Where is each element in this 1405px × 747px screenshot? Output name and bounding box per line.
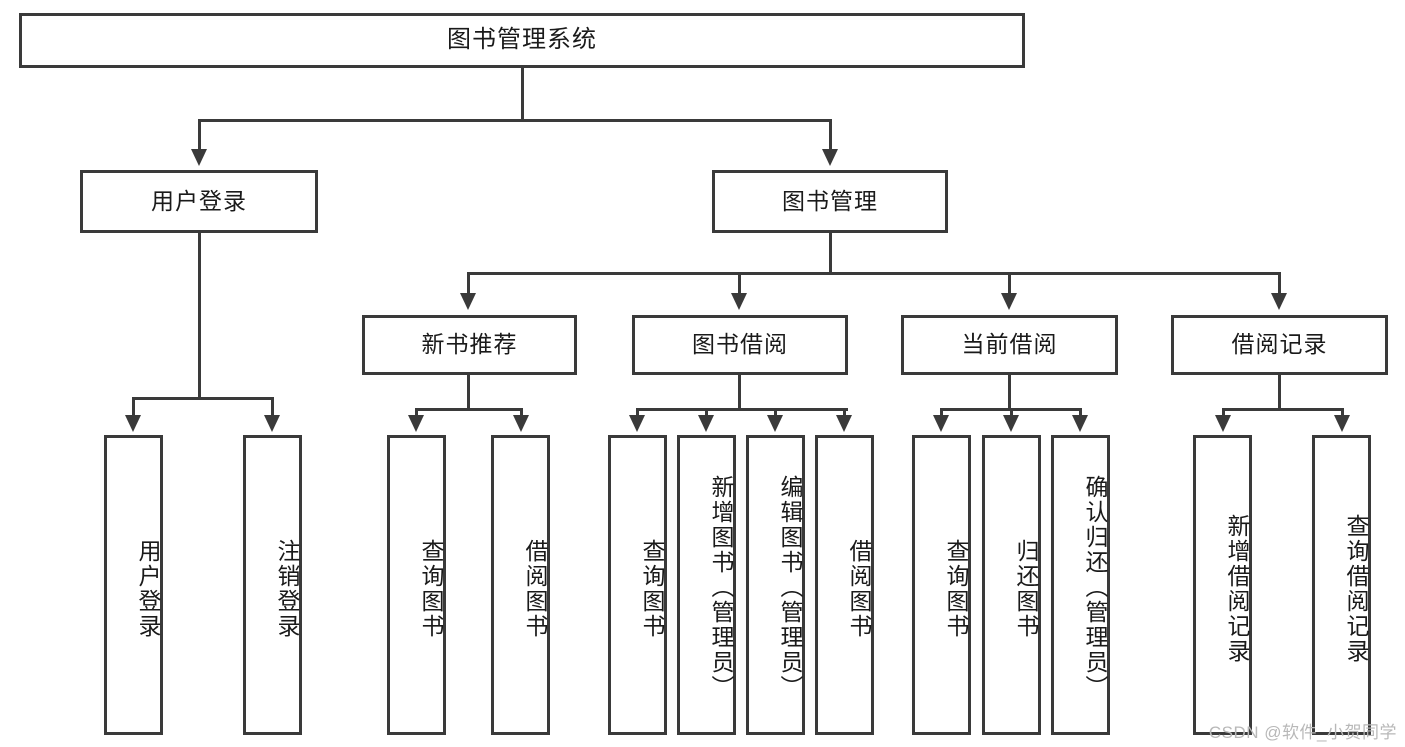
edge-current-borrow-stem [1008, 375, 1011, 408]
edge-new-book-leaf-1 [415, 408, 418, 418]
leaf-current-borrow-3[interactable]: 确认归还（管理员） [1051, 435, 1110, 735]
edge-user-login-bus [132, 397, 274, 400]
edge-book-borrow-leaf-1 [636, 408, 639, 418]
edge-level2-bus [467, 272, 1280, 275]
edge-to-user-login [198, 119, 201, 151]
node-label: 新增借阅记录 [1224, 514, 1250, 664]
node-label: 归还图书 [1013, 539, 1039, 639]
edge-to-book-manage [829, 119, 832, 151]
arrow-current-borrow-leaf-3 [1072, 415, 1088, 432]
node-label: 查询图书 [639, 539, 665, 639]
leaf-borrow-record-2[interactable]: 查询借阅记录 [1312, 435, 1371, 735]
leaf-book-borrow-2[interactable]: 新增图书（管理员） [677, 435, 736, 735]
edge-level1-bus [198, 119, 831, 122]
leaf-book-borrow-3[interactable]: 编辑图书（管理员） [746, 435, 805, 735]
arrow-current-borrow-leaf-2 [1003, 415, 1019, 432]
node-label: 查询借阅记录 [1343, 514, 1369, 664]
edge-to-new-book [467, 272, 470, 296]
node-label: 借阅图书 [846, 539, 872, 639]
arrow-borrow-record-leaf-1 [1215, 415, 1231, 432]
node-label: 用户登录 [151, 187, 247, 214]
leaf-borrow-record-1[interactable]: 新增借阅记录 [1193, 435, 1252, 735]
arrow-book-borrow-leaf-4 [836, 415, 852, 432]
leaf-user-login-2[interactable]: 注销登录 [243, 435, 302, 735]
edge-user-login-leaf-1 [132, 397, 135, 418]
node-label: 图书管理 [782, 187, 878, 214]
arrow-new-book-leaf-1 [408, 415, 424, 432]
edge-borrow-record-leaf-2 [1341, 408, 1344, 418]
node-borrow-record[interactable]: 借阅记录 [1171, 315, 1388, 375]
edge-root-stem [521, 68, 524, 119]
edge-current-borrow-leaf-2 [1010, 408, 1013, 418]
edge-new-book-leaf-2 [520, 408, 523, 418]
arrow-to-current-borrow [1001, 293, 1017, 310]
edge-book-borrow-bus [636, 408, 848, 411]
edge-current-borrow-leaf-3 [1079, 408, 1082, 418]
leaf-new-book-1[interactable]: 查询图书 [387, 435, 446, 735]
edge-borrow-record-bus [1222, 408, 1344, 411]
arrow-current-borrow-leaf-1 [933, 415, 949, 432]
arrow-book-borrow-leaf-2 [698, 415, 714, 432]
node-label: 借阅记录 [1231, 331, 1328, 358]
edge-new-book-bus [415, 408, 523, 411]
node-book-borrow[interactable]: 图书借阅 [632, 315, 848, 375]
node-label: 图书管理系统 [447, 26, 597, 54]
node-label: 新书推荐 [421, 331, 518, 358]
edge-book-manage-stem [829, 233, 832, 272]
edge-current-borrow-leaf-1 [940, 408, 943, 418]
node-label: 编辑图书（管理员） [777, 474, 803, 700]
arrow-to-book-borrow [731, 293, 747, 310]
arrow-new-book-leaf-2 [513, 415, 529, 432]
edge-to-current-borrow [1008, 272, 1011, 296]
node-label: 用户登录 [135, 539, 161, 639]
edge-to-borrow-record [1278, 272, 1281, 296]
edge-book-borrow-leaf-3 [774, 408, 777, 418]
node-label: 借阅图书 [522, 539, 548, 639]
arrow-borrow-record-leaf-2 [1334, 415, 1350, 432]
node-label: 查询图书 [943, 539, 969, 639]
node-root-system[interactable]: 图书管理系统 [19, 13, 1025, 68]
node-label: 图书借阅 [692, 331, 788, 358]
leaf-book-borrow-1[interactable]: 查询图书 [608, 435, 667, 735]
leaf-current-borrow-1[interactable]: 查询图书 [912, 435, 971, 735]
arrow-to-book-manage [822, 149, 838, 166]
leaf-book-borrow-4[interactable]: 借阅图书 [815, 435, 874, 735]
leaf-user-login-1[interactable]: 用户登录 [104, 435, 163, 735]
edge-book-borrow-leaf-4 [843, 408, 846, 418]
leaf-new-book-2[interactable]: 借阅图书 [491, 435, 550, 735]
node-label: 查询图书 [418, 539, 444, 639]
node-label: 注销登录 [274, 539, 300, 639]
arrow-to-borrow-record [1271, 293, 1287, 310]
node-label: 新增图书（管理员） [708, 474, 734, 700]
edge-book-borrow-stem [738, 375, 741, 408]
arrow-book-borrow-leaf-3 [767, 415, 783, 432]
node-label: 确认归还（管理员） [1082, 474, 1108, 700]
arrow-user-login-leaf-2 [264, 415, 280, 432]
node-new-book-recommend[interactable]: 新书推荐 [362, 315, 577, 375]
watermark-text: CSDN @软件_小贺同学 [1208, 723, 1397, 742]
edge-user-login-leaf-2 [271, 397, 274, 418]
edge-book-borrow-leaf-2 [705, 408, 708, 418]
node-book-manage[interactable]: 图书管理 [712, 170, 948, 233]
edge-user-login-stem [198, 233, 201, 397]
edge-new-book-stem [467, 375, 470, 408]
arrow-book-borrow-leaf-1 [629, 415, 645, 432]
arrow-to-user-login [191, 149, 207, 166]
node-label: 当前借阅 [961, 331, 1058, 358]
leaf-current-borrow-2[interactable]: 归还图书 [982, 435, 1041, 735]
edge-borrow-record-stem [1278, 375, 1281, 408]
edge-to-book-borrow [738, 272, 741, 296]
edge-borrow-record-leaf-1 [1222, 408, 1225, 418]
arrow-to-new-book [460, 293, 476, 310]
node-user-login[interactable]: 用户登录 [80, 170, 318, 233]
node-current-borrow[interactable]: 当前借阅 [901, 315, 1118, 375]
arrow-user-login-leaf-1 [125, 415, 141, 432]
